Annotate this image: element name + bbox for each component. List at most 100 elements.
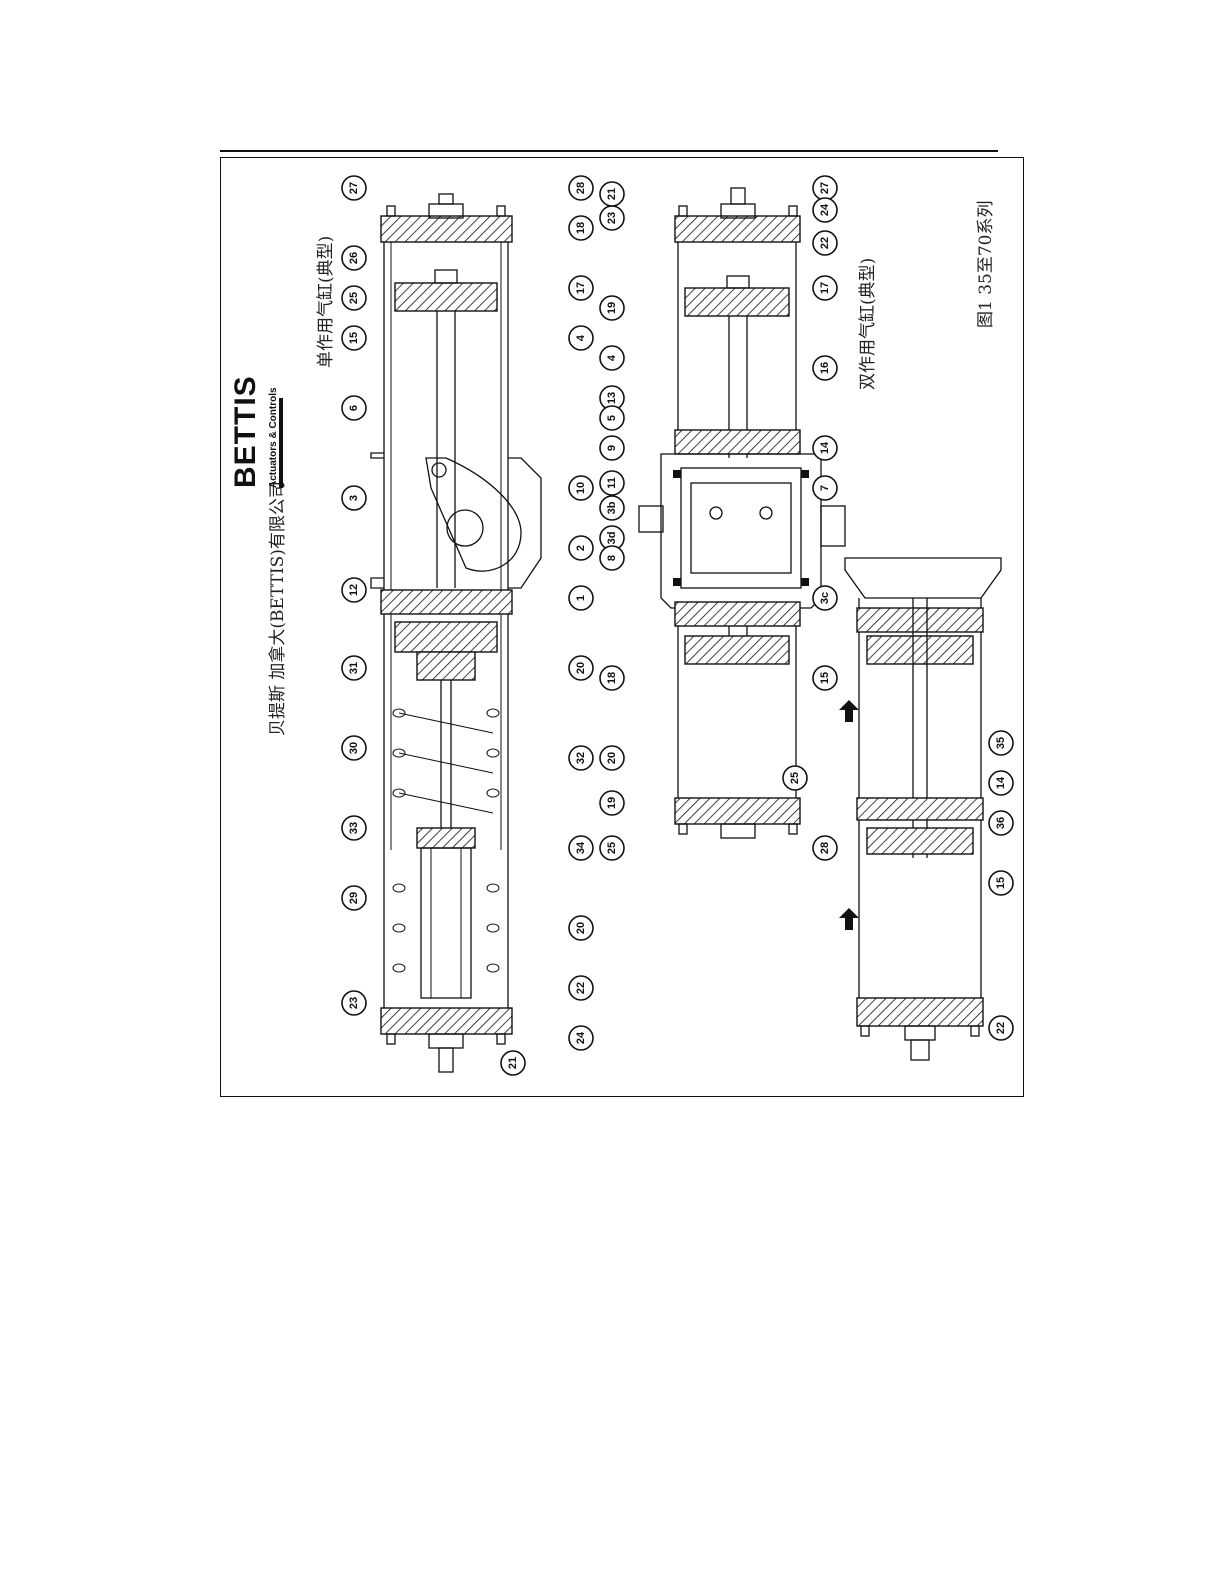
callout-label: 30 [348, 742, 360, 754]
callout-23: 23 [600, 206, 624, 230]
callout-3b: 3b [600, 496, 624, 520]
callout-9: 9 [600, 436, 624, 460]
callout-label: 16 [819, 362, 831, 374]
callout-23: 23 [342, 991, 366, 1015]
callout-34: 34 [569, 836, 593, 860]
callout-label: 20 [575, 922, 587, 934]
callout-22: 22 [989, 1016, 1013, 1040]
callout-label: 23 [606, 212, 618, 224]
callout-28: 28 [813, 836, 837, 860]
callout-label: 27 [348, 182, 360, 194]
callout-3c: 3c [813, 586, 837, 610]
callout-26: 26 [342, 246, 366, 270]
bettis-tagline: Actuators & Controls [268, 387, 279, 488]
callout-label: 36 [995, 817, 1007, 829]
callout-label: 3 [348, 495, 360, 501]
callout-label: 29 [348, 892, 360, 904]
callout-label: 8 [606, 555, 618, 561]
callout-1: 1 [569, 586, 593, 610]
callout-label: 17 [819, 282, 831, 294]
callout-20: 20 [569, 656, 593, 680]
callout-label: 20 [606, 752, 618, 764]
callout-label: 18 [606, 672, 618, 684]
callout-label: 7 [819, 485, 831, 491]
callout-label: 4 [606, 354, 618, 361]
header-rule [220, 150, 998, 152]
callout-5: 5 [600, 406, 624, 430]
callout-25: 25 [783, 766, 807, 790]
callout-label: 14 [819, 441, 831, 454]
callout-label: 18 [575, 222, 587, 234]
callout-20: 20 [569, 916, 593, 940]
callout-36: 36 [989, 811, 1013, 835]
callout-label: 1 [575, 595, 587, 601]
callout-20: 20 [600, 746, 624, 770]
callout-19: 19 [600, 791, 624, 815]
callout-label: 24 [575, 1031, 587, 1044]
callout-35: 35 [989, 731, 1013, 755]
callout-8: 8 [600, 546, 624, 570]
callout-33: 33 [342, 816, 366, 840]
callout-label: 3c [819, 592, 831, 604]
callout-label: 3d [606, 532, 618, 545]
logo-bar [279, 398, 283, 488]
callout-label: 25 [606, 842, 618, 854]
callout-label: 27 [819, 182, 831, 194]
callout-label: 28 [819, 842, 831, 854]
callout-label: 21 [606, 188, 618, 200]
callout-2: 2 [569, 536, 593, 560]
callout-24: 24 [569, 1026, 593, 1050]
callout-15: 15 [989, 871, 1013, 895]
actuator-drawing: 贝提斯 加拿大(BETTIS)有限公司 BETTIS Actuators & C… [221, 158, 1025, 1098]
callout-label: 20 [575, 662, 587, 674]
callout-3: 3 [342, 486, 366, 510]
callout-25: 25 [600, 836, 624, 860]
callout-17: 17 [813, 276, 837, 300]
callout-6: 6 [342, 396, 366, 420]
callout-15: 15 [342, 326, 366, 350]
callout-14: 14 [989, 771, 1013, 795]
callout-label: 2 [575, 545, 587, 551]
callout-label: 12 [348, 584, 360, 596]
callout-label: 17 [575, 282, 587, 294]
callout-label: 14 [995, 776, 1007, 789]
callout-label: 9 [606, 445, 618, 451]
callout-22: 22 [569, 976, 593, 1000]
callout-17: 17 [569, 276, 593, 300]
callout-label: 10 [575, 482, 587, 494]
callout-label: 31 [348, 662, 360, 674]
callout-31: 31 [342, 656, 366, 680]
callout-label: 22 [575, 982, 587, 994]
bettis-logo: BETTIS [229, 375, 262, 488]
callout-label: 4 [575, 334, 587, 341]
callout-29: 29 [342, 886, 366, 910]
callout-label: 25 [348, 292, 360, 304]
callout-label: 15 [348, 332, 360, 344]
callout-label: 13 [606, 392, 618, 404]
callout-label: 23 [348, 997, 360, 1009]
callout-15: 15 [813, 666, 837, 690]
callout-label: 25 [789, 772, 801, 784]
callout-18: 18 [600, 666, 624, 690]
callout-label: 19 [606, 797, 618, 809]
callout-7: 7 [813, 476, 837, 500]
callout-label: 15 [995, 877, 1007, 889]
callout-19: 19 [600, 296, 624, 320]
callout-label: 26 [348, 252, 360, 264]
callout-label: 5 [606, 415, 618, 421]
callout-label: 15 [819, 672, 831, 684]
callout-21: 21 [600, 182, 624, 206]
figure-frame: 贝提斯 加拿大(BETTIS)有限公司 BETTIS Actuators & C… [220, 157, 1024, 1097]
callout-32: 32 [569, 746, 593, 770]
callout-27: 27 [813, 176, 837, 200]
tandem-extension-cylinder [839, 558, 1001, 1060]
callout-4: 4 [600, 346, 624, 370]
callout-label: 21 [507, 1057, 519, 1069]
callout-label: 22 [995, 1022, 1007, 1034]
callout-label: 32 [575, 752, 587, 764]
single-acting-cylinder [371, 194, 541, 1072]
callout-label: 28 [575, 182, 587, 194]
callout-label: 33 [348, 822, 360, 834]
callout-label: 11 [606, 477, 618, 489]
callout-label: 24 [819, 203, 831, 216]
